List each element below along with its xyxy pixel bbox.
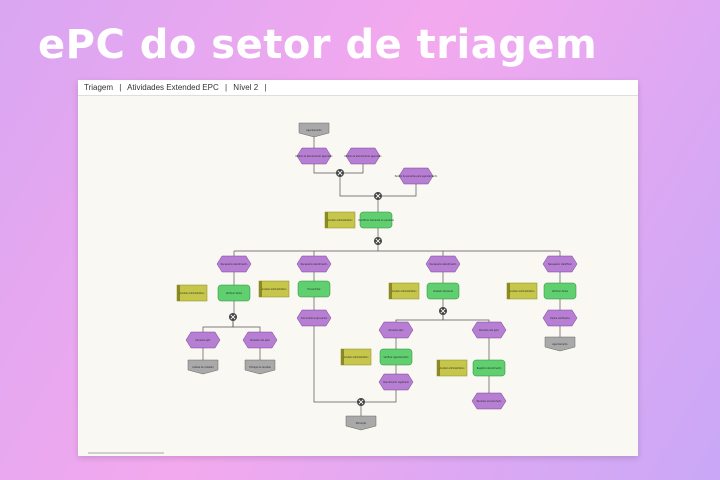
breadcrumb-separator: | xyxy=(119,83,122,92)
connector-edge xyxy=(365,390,397,403)
event-node[interactable] xyxy=(216,255,252,273)
role-node-stripe xyxy=(259,281,262,297)
process-interface-node[interactable] xyxy=(345,415,377,431)
node-label: Necessário atendimento xyxy=(430,263,457,266)
slide-title: ePC do setor de triagem xyxy=(38,22,598,68)
node-label: Auxiliar Administrativo xyxy=(180,292,206,295)
connector-edge xyxy=(202,321,234,332)
role-node-stripe xyxy=(177,285,180,301)
node-label: Auxiliar Administrativo xyxy=(392,290,418,293)
node-label: Paciente apto xyxy=(196,339,212,342)
node-label: Pedido de paciente para agendamento xyxy=(395,175,438,178)
node-label: Paciente não apto xyxy=(479,329,499,332)
role-node-stripe xyxy=(437,360,440,376)
node-label: Verificar agendamento xyxy=(384,356,410,359)
node-label: Necessário atendimento xyxy=(301,263,328,266)
event-node[interactable] xyxy=(296,147,332,165)
node-label: Necessário atendimento xyxy=(221,263,248,266)
connector-edge xyxy=(344,164,364,174)
node-label: Auxiliar Administrativo xyxy=(328,219,354,222)
event-node[interactable] xyxy=(296,255,332,273)
node-label: Auxiliar Administrativo xyxy=(440,367,466,370)
function-node[interactable] xyxy=(426,282,460,300)
process-interface-node[interactable] xyxy=(544,336,576,352)
node-label: Entrega de receitas xyxy=(249,366,271,369)
process-interface-node[interactable] xyxy=(244,359,276,375)
event-node[interactable] xyxy=(242,331,278,349)
node-label: Necessário identificar xyxy=(548,263,572,266)
node-label: Documentos aprovados xyxy=(301,317,328,320)
breadcrumb-item-triagem[interactable]: Triagem xyxy=(84,83,114,92)
event-node[interactable] xyxy=(471,321,507,339)
connector-edge xyxy=(395,315,444,322)
event-node[interactable] xyxy=(378,373,414,391)
process-interface-node[interactable] xyxy=(298,122,330,138)
node-label: Pedido de atendimento agendado xyxy=(295,155,333,158)
role-node-stripe xyxy=(507,283,510,299)
event-node[interactable] xyxy=(542,255,578,273)
event-node[interactable] xyxy=(378,321,414,339)
role-node-stripe xyxy=(341,349,344,365)
node-label: Agendamento xyxy=(306,129,322,132)
node-label: Atendimento registrado xyxy=(383,381,410,384)
event-node[interactable] xyxy=(345,147,381,165)
node-label: Pedido de atendimento agendado xyxy=(344,155,382,158)
event-node[interactable] xyxy=(425,255,461,273)
function-node[interactable] xyxy=(543,282,577,300)
xor-connector-mark xyxy=(358,399,364,405)
node-label: Agendamento xyxy=(552,343,568,346)
breadcrumb-item-atividades[interactable]: Atividades Extended EPC xyxy=(127,83,219,92)
node-label: Registrar atendimento xyxy=(477,367,502,370)
xor-connector-mark xyxy=(375,193,381,199)
connector-edge xyxy=(232,321,261,332)
event-node[interactable] xyxy=(471,392,507,410)
xor-connector-mark xyxy=(375,238,381,244)
connector-edge xyxy=(313,164,336,174)
node-label: Paciente não apto xyxy=(250,339,270,342)
node-label: Analisar demanda xyxy=(433,290,453,293)
node-label: Auxiliar Administrativo xyxy=(344,356,370,359)
breadcrumb-separator: | xyxy=(224,83,228,92)
node-label: Auxiliar Administrativo xyxy=(262,288,288,291)
function-node[interactable] xyxy=(297,280,331,298)
function-node[interactable] xyxy=(359,211,393,229)
process-interface-node[interactable] xyxy=(187,359,219,375)
connector-edge xyxy=(382,184,417,197)
node-label: Encaminhar xyxy=(307,288,320,291)
node-label: Paciente apto xyxy=(389,329,405,332)
connector-edge xyxy=(313,326,357,403)
event-node[interactable] xyxy=(542,309,578,327)
event-node[interactable] xyxy=(185,331,221,349)
event-node[interactable] xyxy=(398,167,434,185)
node-label: Paciente encaminhado xyxy=(477,400,503,403)
node-label: Marcação xyxy=(356,422,367,425)
xor-connector-mark xyxy=(337,170,343,176)
event-node[interactable] xyxy=(296,309,332,327)
function-node[interactable] xyxy=(379,348,413,366)
node-label: Auxiliar Administrativo xyxy=(510,290,536,293)
horizontal-scrollbar[interactable] xyxy=(88,452,164,454)
node-label: Análise de cadastro xyxy=(192,366,214,369)
node-label: Dados verificados xyxy=(550,317,570,320)
node-label: Identificar demanda do paciente xyxy=(358,219,394,222)
connector-edge xyxy=(442,315,490,322)
connector-edge xyxy=(339,177,374,197)
node-label: Verificar dados xyxy=(552,290,569,293)
role-node-stripe xyxy=(389,283,392,299)
breadcrumb-item-nivel[interactable]: Nível 2 xyxy=(233,83,259,92)
function-node[interactable] xyxy=(472,359,506,377)
xor-connector-mark xyxy=(230,314,236,320)
role-node-stripe xyxy=(325,212,328,228)
epc-screenshot: Triagem | Atividades Extended EPC | Níve… xyxy=(78,80,638,456)
breadcrumb: Triagem | Atividades Extended EPC | Níve… xyxy=(78,80,638,96)
function-node[interactable] xyxy=(217,284,251,302)
xor-connector-mark xyxy=(440,308,446,314)
breadcrumb-separator: | xyxy=(264,83,267,92)
node-label: Verificar dados xyxy=(226,292,243,295)
